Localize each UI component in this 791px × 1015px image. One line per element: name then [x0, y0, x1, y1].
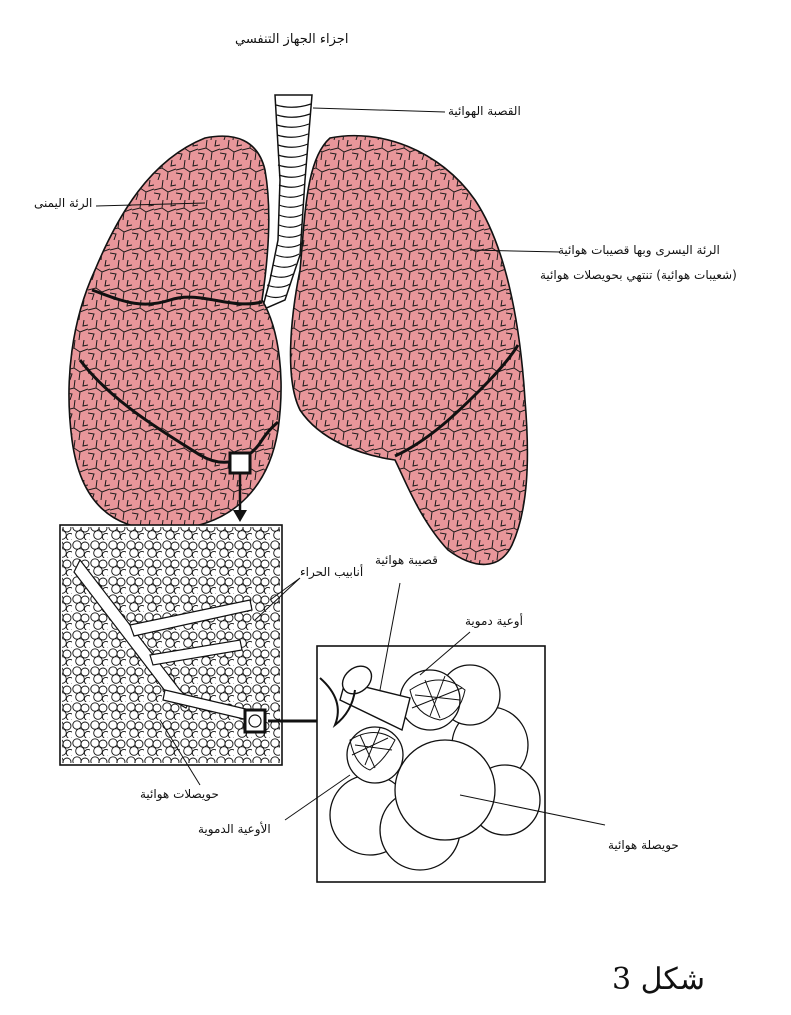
- label-blood-vessels: أوعية دموية: [465, 614, 523, 628]
- label-left-lung-line1: الرئة اليسرى وبها قصيبات هوائية: [558, 243, 720, 257]
- alveolus-detail-panel: [316, 645, 546, 883]
- label-left-lung-line2: (شعيبات هوائية) تنتهي بحويصلات هوائية: [540, 268, 737, 282]
- zoom-marker-lung: [228, 451, 252, 522]
- label-alveolus: حويصلة هوائية: [608, 838, 679, 852]
- label-alveoli: حويصلات هوائية: [140, 787, 219, 801]
- figure-number: شكل 3: [612, 962, 706, 997]
- right-lung: [68, 135, 282, 531]
- magnified-alveoli-panel: [59, 524, 283, 766]
- label-bronchiole: قصيبة هوائية: [375, 553, 438, 567]
- label-blood-vessels-2: الأوعية الدموية: [198, 822, 271, 836]
- label-tubes: أنابيب الحراء: [300, 565, 364, 579]
- label-right-lung: الرئة اليمنى: [34, 196, 93, 210]
- trachea: [260, 94, 313, 312]
- leader-lines: [95, 107, 606, 826]
- diagram-title: اجزاء الجهاز التنفسي: [235, 32, 349, 47]
- label-trachea: القصبة الهوائية: [448, 104, 521, 118]
- left-lung: [289, 134, 529, 566]
